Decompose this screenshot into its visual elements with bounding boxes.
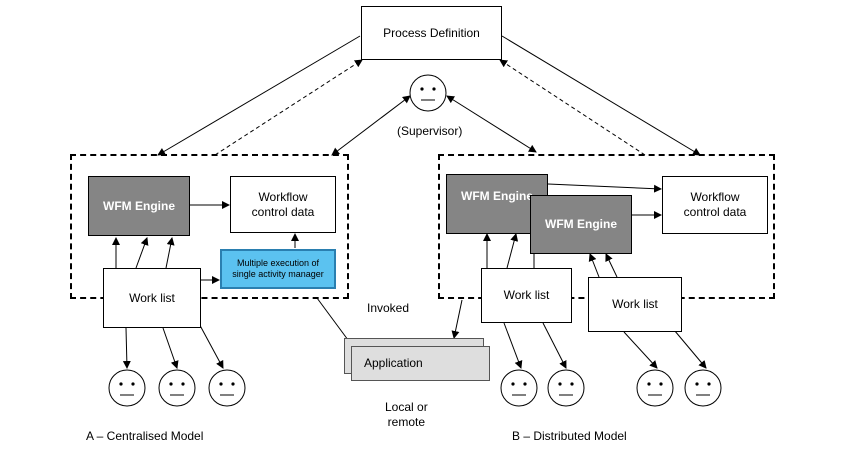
workflow-control-data-distributed: Workflow control data <box>662 176 768 234</box>
workflow-control-data-centralised-line1: Workflow <box>258 189 308 204</box>
wfm-engine-centralised-label: WFM Engine <box>103 198 175 213</box>
user-face-icon <box>158 369 196 407</box>
workflow-control-data-centralised-line2: control data <box>251 204 315 219</box>
user-face-icon <box>500 369 538 407</box>
supervisor-label: (Supervisor) <box>397 124 463 138</box>
local-or-remote-line1: Local or <box>385 400 428 414</box>
centralised-model-boundary <box>70 154 349 299</box>
work-list-centralised-label: Work list <box>129 290 175 305</box>
workflow-control-data-distributed-line1: Workflow <box>690 190 740 204</box>
wfm-engine-centralised: WFM Engine <box>88 176 190 236</box>
line-worklist-to-engine-2 <box>135 237 149 269</box>
process-definition-label: Process Definition <box>383 25 480 40</box>
invoked-label: Invoked <box>367 301 410 315</box>
wfm-engine-distributed-1-label: WFM Engine <box>461 189 533 203</box>
multiple-execution-box: Multiple execution of single activity ma… <box>220 249 336 289</box>
user-face-icon <box>208 369 246 407</box>
supervisor-face-icon <box>409 74 447 112</box>
centralised-model-caption: A – Centralised Model <box>86 429 204 443</box>
wfm-engine-distributed-2: WFM Engine <box>530 195 632 254</box>
line-centralised-to-pd-dashed <box>214 59 363 156</box>
work-list-distributed-1: Work list <box>481 268 572 323</box>
line-worklist1-to-user-2 <box>542 322 567 369</box>
line-supervisor-centralised <box>331 95 411 156</box>
distributed-model-caption: B – Distributed Model <box>512 429 627 443</box>
line-worklist1-to-user-1 <box>503 322 523 369</box>
multiple-execution-line1: Multiple execution of <box>236 258 320 268</box>
line-pd-to-distributed <box>501 35 701 156</box>
application-box: Application <box>351 346 490 381</box>
workflow-control-data-centralised: Workflow control data <box>230 176 336 233</box>
work-list-distributed-2: Work list <box>588 277 682 332</box>
user-face-icon <box>684 369 722 407</box>
multiple-execution-line2: single activity manager <box>232 269 324 279</box>
line-worklist-to-engine-3 <box>165 237 175 269</box>
work-list-distributed-1-label: Work list <box>503 288 550 302</box>
workflow-control-data-distributed-line2: control data <box>683 205 747 219</box>
local-or-remote-label: Local or remote <box>385 400 428 430</box>
work-list-distributed-2-label: Work list <box>612 297 658 311</box>
line-worklist-to-application <box>451 299 463 339</box>
line-multi-to-application <box>316 297 352 345</box>
line-worklist-to-user-1 <box>122 327 131 369</box>
line-worklist2-to-user-1 <box>623 331 658 369</box>
line-pd-to-centralised <box>157 35 361 156</box>
user-face-icon <box>108 369 146 407</box>
local-or-remote-line2: remote <box>387 415 426 429</box>
application-label: Application <box>364 356 423 370</box>
process-definition-box: Process Definition <box>361 6 502 60</box>
line-engine1-to-control <box>547 183 662 193</box>
line-distributed-to-pd-dashed <box>499 59 646 156</box>
user-face-icon <box>547 369 585 407</box>
user-face-icon <box>636 369 674 407</box>
line-worklist2-to-engine2-b <box>605 253 618 278</box>
line-supervisor-distributed <box>446 95 537 153</box>
line-worklist-to-user-2 <box>162 327 179 369</box>
wfm-engine-distributed-2-label: WFM Engine <box>545 217 617 231</box>
work-list-centralised: Work list <box>103 268 201 328</box>
line-worklist1-to-engine1-b <box>506 233 519 269</box>
line-worklist2-to-engine2-a <box>588 253 600 278</box>
